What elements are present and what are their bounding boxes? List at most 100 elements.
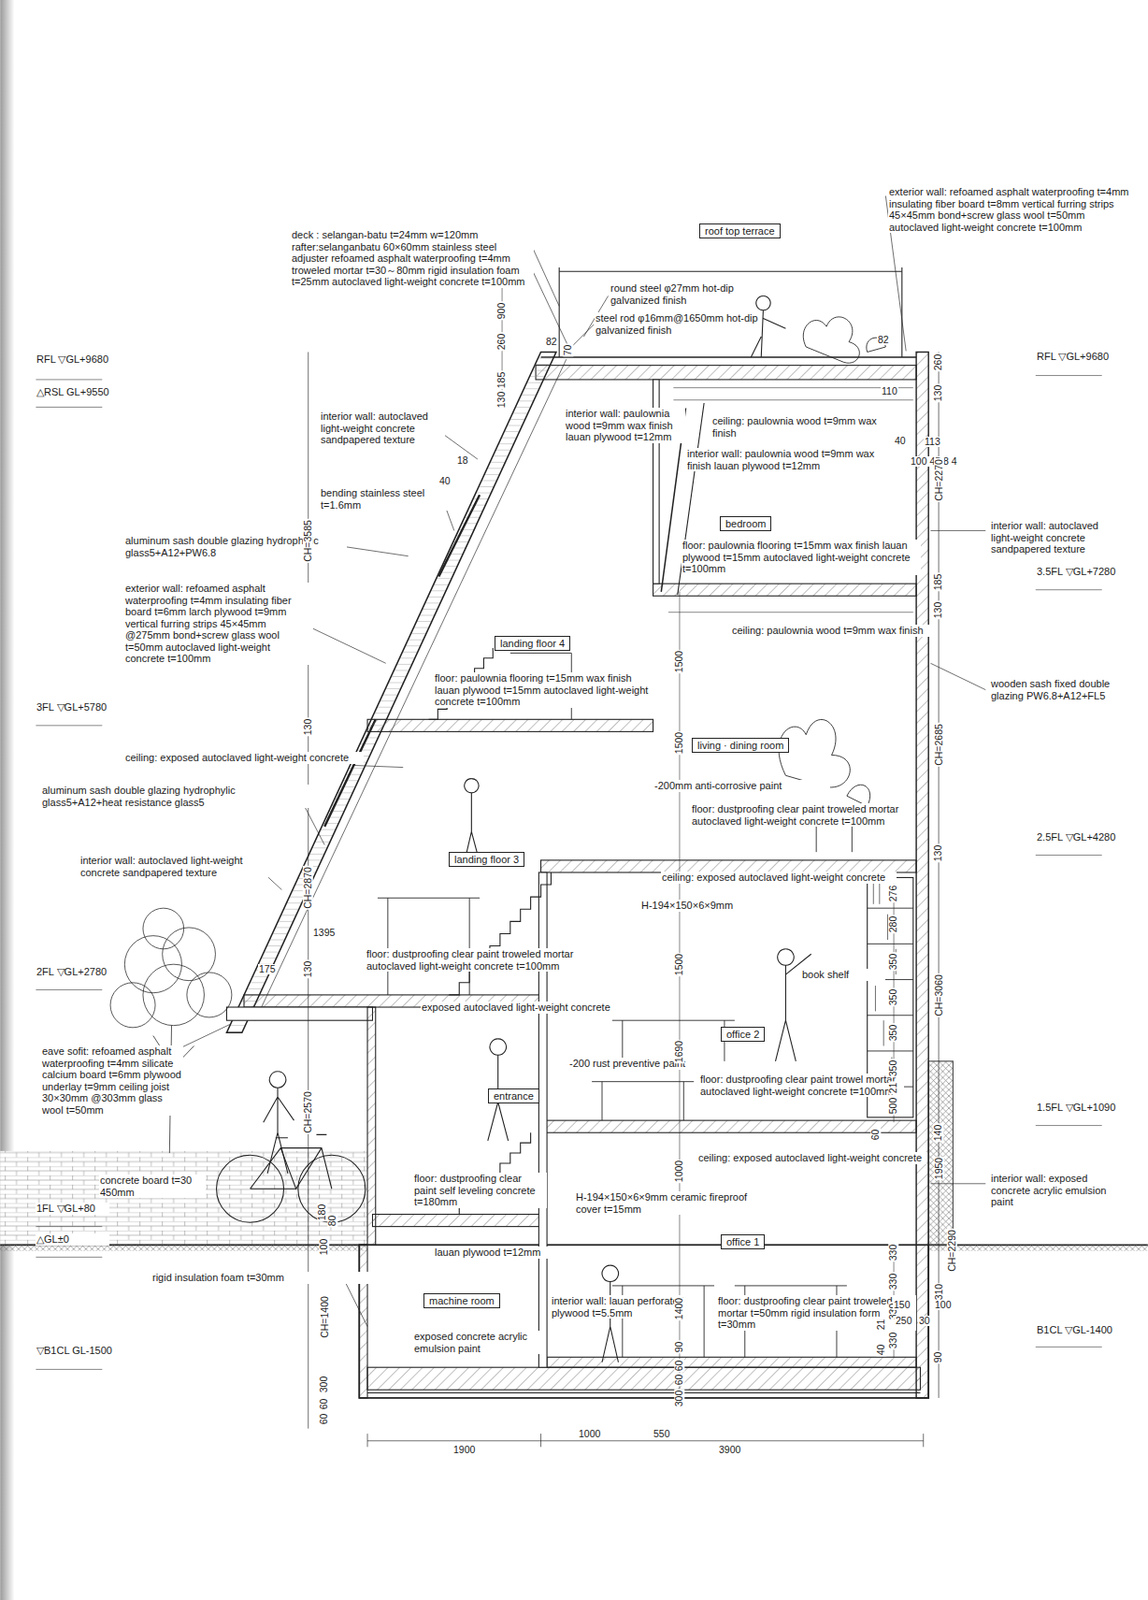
dimension: 60 [318, 1397, 330, 1411]
material-note: exterior wall: refoamed asphalt waterpro… [888, 186, 1136, 233]
dimension: 100 [318, 1237, 330, 1257]
material-note: ceiling: exposed autoclaved light-weight… [124, 751, 364, 764]
material-note: exposed autoclaved light-weight concrete [420, 1001, 667, 1014]
material-note: 1.5FL ▽GL+1090 [1035, 1101, 1120, 1114]
dimension: 130 [496, 390, 507, 410]
dimension: 350 [888, 1059, 899, 1078]
material-note: floor: paulownia flooring t=15mm wax fin… [433, 672, 657, 708]
material-note: 2.5FL ▽GL+4280 [1035, 831, 1120, 844]
dimension: 350 [888, 1023, 899, 1043]
room-name: office 2 [726, 1028, 760, 1040]
room-name: machine room [429, 1294, 495, 1306]
dimension: 276 [888, 884, 899, 904]
building [0, 196, 1148, 1448]
room-label-box: landing floor 4 [494, 635, 571, 651]
dimension: 1950 [933, 1156, 945, 1180]
material-note: 3.5FL ▽GL+7280 [1035, 565, 1120, 578]
page-shadow [0, 0, 15, 1600]
material-note: exposed concrete acrylic emulsion paint [413, 1330, 541, 1354]
dimension: 350 [888, 988, 899, 1007]
dimension: 1395 [312, 927, 336, 938]
room-name: office 1 [726, 1235, 760, 1248]
material-note: floor: dustproofing clear paint troweled… [365, 947, 605, 972]
dimension: 260 [496, 332, 507, 352]
material-note: -200 rust preventive paint [568, 1057, 689, 1070]
dimension: 300 [318, 1375, 330, 1394]
dimension: 90 [932, 1350, 944, 1364]
room-label-box: office 1 [720, 1234, 765, 1249]
material-note: H-194×150×6×9mm [640, 899, 776, 912]
material-note: interior wall: autoclaved light-weight c… [79, 854, 269, 878]
dimension: 60 [674, 1373, 685, 1387]
room-label-box: living · dining room [691, 737, 790, 753]
material-note: interior wall: autoclaved light-weight c… [990, 519, 1121, 556]
dimension: 40 [438, 475, 452, 487]
dimension: 130 [932, 844, 944, 863]
dimension: CH=2270 [933, 458, 945, 503]
material-note: interior wall: autoclaved light-weight c… [319, 410, 445, 446]
dimension: 40 [875, 1343, 887, 1357]
material-note: 3FL ▽GL+5780 [35, 701, 120, 714]
dimension: 250 [894, 1315, 914, 1326]
dimension: 90 [674, 1340, 685, 1354]
material-note: steel rod φ16mm@1650mm hot-dip galvanize… [594, 312, 761, 336]
dimension: 3900 [717, 1444, 742, 1455]
dimension: CH=2870 [302, 865, 314, 910]
dimension: CH=2570 [302, 1090, 314, 1134]
material-note: book shelf [801, 968, 886, 981]
dimension: 130 [302, 960, 314, 979]
dimension: 185 [932, 573, 944, 592]
material-note: floor: paulownia flooring t=15mm wax fin… [681, 539, 921, 575]
material-note: ceiling: exposed autoclaved light-weight… [697, 1151, 927, 1164]
dimension: CH=1400 [319, 1294, 331, 1339]
dimension: 60 [318, 1412, 330, 1426]
dimension: 180 [316, 1203, 328, 1222]
material-note: ceiling: paulownia wood t=9mm wax finish [731, 624, 933, 637]
room-name: living · dining room [697, 739, 784, 751]
dimension: 500 [888, 1096, 899, 1116]
material-note: exterior wall: refoamed asphalt waterpro… [124, 582, 314, 665]
dimension: 21 [888, 1081, 899, 1095]
room-name: landing floor 4 [500, 637, 565, 649]
material-note: concrete board t=30 450mm [99, 1174, 206, 1198]
dimension: 1400 [674, 1296, 685, 1321]
material-note: round steel φ27mm hot-dip galvanized fin… [609, 282, 750, 306]
dimension: 185 [496, 371, 507, 390]
dimension: 130 [932, 384, 944, 403]
material-note: aluminum sash double glazing hydrophylic… [41, 784, 318, 808]
dimension: 300 [674, 1389, 685, 1408]
material-note: interior wall: exposed concrete acrylic … [990, 1172, 1124, 1208]
dimension: 82 [876, 334, 890, 345]
room-label-box: landing floor 3 [448, 851, 525, 867]
dimension: 82 [545, 336, 559, 347]
dimension: 130 [302, 717, 314, 737]
dimension: 1500 [674, 952, 685, 976]
dimension: 1500 [674, 731, 685, 755]
material-note: 2FL ▽GL+2780 [35, 965, 120, 978]
material-note: ▽B1CL GL-1500 [35, 1344, 120, 1357]
material-note: △RSL GL+9550 [35, 386, 120, 399]
dimension: CH=2290 [947, 1228, 958, 1273]
material-note: ceiling: paulownia wood t=9mm wax finish [711, 415, 904, 439]
dimension: 1000 [674, 1159, 685, 1183]
dimension: CH=3585 [302, 518, 314, 563]
material-note: deck : selangan-batu t=24mm w=120mm raft… [290, 229, 534, 288]
material-note: rigid insulation foam t=30mm [151, 1271, 369, 1284]
material-note: -200mm anti-corrosive paint [653, 779, 831, 792]
material-note: floor: dustproofing clear paint trowel m… [699, 1073, 905, 1097]
dimension: 330 [888, 1272, 899, 1292]
dimension: 21 [875, 1318, 887, 1332]
material-note: 1FL ▽GL+80 [35, 1202, 110, 1215]
dimension: 110 [880, 386, 899, 397]
dimension: 175 [258, 963, 277, 975]
material-note: interior wall: paulownia wood t=9mm wax … [564, 407, 686, 444]
dimension: 30 [918, 1315, 932, 1326]
material-note: H-194×150×6×9mm ceramic fireproof cover … [574, 1191, 760, 1215]
material-note: eave sofit: refoamed asphalt waterproofi… [41, 1045, 184, 1116]
dimension: 60 [870, 1128, 881, 1142]
room-name: landing floor 3 [454, 853, 519, 865]
dimension: 150 [892, 1299, 912, 1310]
dimension: 550 [652, 1428, 672, 1439]
dimension: 1000 [577, 1428, 602, 1439]
